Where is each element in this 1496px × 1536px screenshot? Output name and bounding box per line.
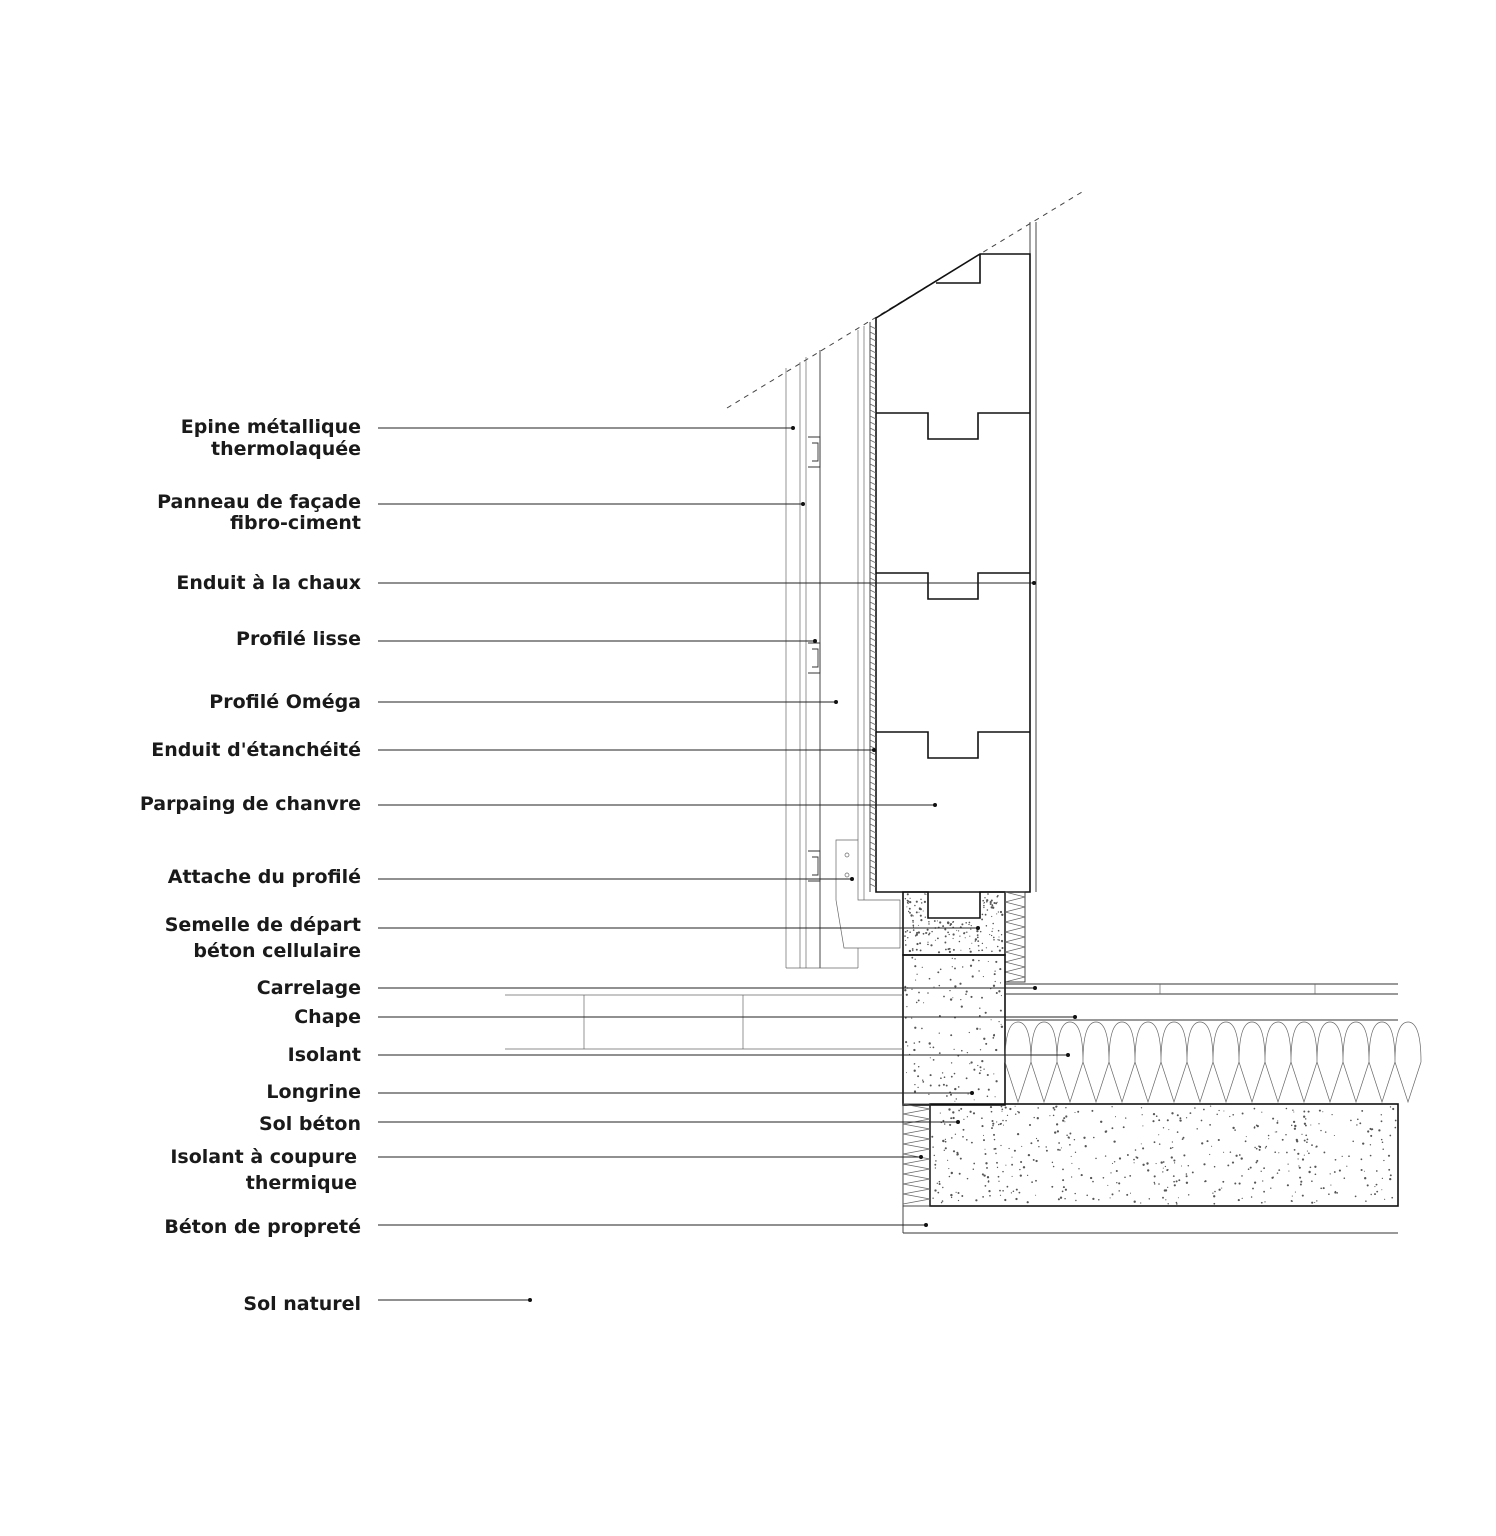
label-sol-naturel: Sol naturel (243, 1293, 532, 1315)
lean-concrete (902, 1206, 1398, 1234)
label-parpaing-line1: Parpaing de chanvre (140, 793, 361, 815)
label-epine-line1: Epine métallique (181, 416, 361, 438)
label-chape: Chape (294, 1006, 1077, 1028)
waterproof-render (869, 322, 877, 892)
starter-sole-texture (904, 893, 1004, 954)
interior-wall-face (1029, 222, 1037, 892)
label-isolant-coupure-line2: thermique (246, 1172, 357, 1194)
label-attache: Attache du profilé (168, 866, 854, 888)
thermal-break (902, 1103, 931, 1207)
label-carrelage-line1: Carrelage (257, 977, 361, 999)
label-attache-line1: Attache du profilé (168, 866, 361, 888)
label-enduit-chaux-line1: Enduit à la chaux (176, 572, 361, 594)
floor-insulation (1004, 1019, 1422, 1105)
label-profile-lisse: Profilé lisse (236, 628, 817, 650)
label-epine: Epine métallique thermolaquée (181, 416, 795, 460)
label-beton-proprete: Béton de propreté (164, 1216, 928, 1238)
hemp-block-joints (876, 412, 1030, 759)
label-panneau-line1: Panneau de façade (157, 491, 361, 513)
label-carrelage: Carrelage (257, 977, 1037, 999)
floor-tiles (1005, 983, 1398, 995)
label-longrine-line1: Longrine (266, 1081, 361, 1103)
label-profile-omega: Profilé Oméga (209, 691, 838, 713)
wall-section (505, 191, 1422, 1234)
concrete-slab-texture (931, 1105, 1397, 1205)
label-epine-line2: thermolaquée (211, 438, 361, 460)
label-enduit-chaux: Enduit à la chaux (176, 572, 1036, 594)
smooth-profiles (808, 436, 821, 882)
label-enduit-etancheite-line1: Enduit d'étanchéité (151, 739, 361, 761)
labels: Epine métallique thermolaquée Panneau de… (140, 416, 1077, 1315)
label-isolant: Isolant (288, 1044, 1070, 1066)
label-chape-line1: Chape (294, 1006, 361, 1028)
label-profile-lisse-line1: Profilé lisse (236, 628, 361, 650)
label-longrine: Longrine (266, 1081, 974, 1103)
label-semelle-line1: Semelle de départ (165, 914, 361, 936)
label-beton-proprete-line1: Béton de propreté (164, 1216, 361, 1238)
label-sol-naturel-line1: Sol naturel (243, 1293, 361, 1315)
starter-sole (902, 891, 1006, 956)
label-panneau-line2: fibro-ciment (230, 512, 361, 534)
label-isolant-coupure: Isolant à coupure thermique (170, 1146, 923, 1194)
cladding-layers (785, 326, 865, 969)
hemp-block-top-detail (936, 254, 981, 284)
sole-side-insulation (1004, 891, 1026, 983)
label-isolant-line1: Isolant (288, 1044, 361, 1066)
label-semelle: Semelle de départ béton cellulaire (165, 914, 980, 962)
profile-bracket (820, 839, 901, 969)
label-semelle-line2: béton cellulaire (193, 940, 361, 962)
label-sol-beton: Sol béton (259, 1113, 960, 1135)
ground-beam-texture (904, 956, 1004, 1102)
label-sol-beton-line1: Sol béton (259, 1113, 361, 1135)
label-panneau: Panneau de façade fibro-ciment (157, 491, 805, 534)
label-isolant-coupure-line1: Isolant à coupure (170, 1146, 357, 1168)
exterior-paving (505, 994, 903, 1050)
label-profile-omega-line1: Profilé Oméga (209, 691, 361, 713)
ground-beam (902, 954, 1006, 1106)
label-enduit-etancheite: Enduit d'étanchéité (151, 739, 876, 761)
label-parpaing: Parpaing de chanvre (140, 793, 937, 815)
